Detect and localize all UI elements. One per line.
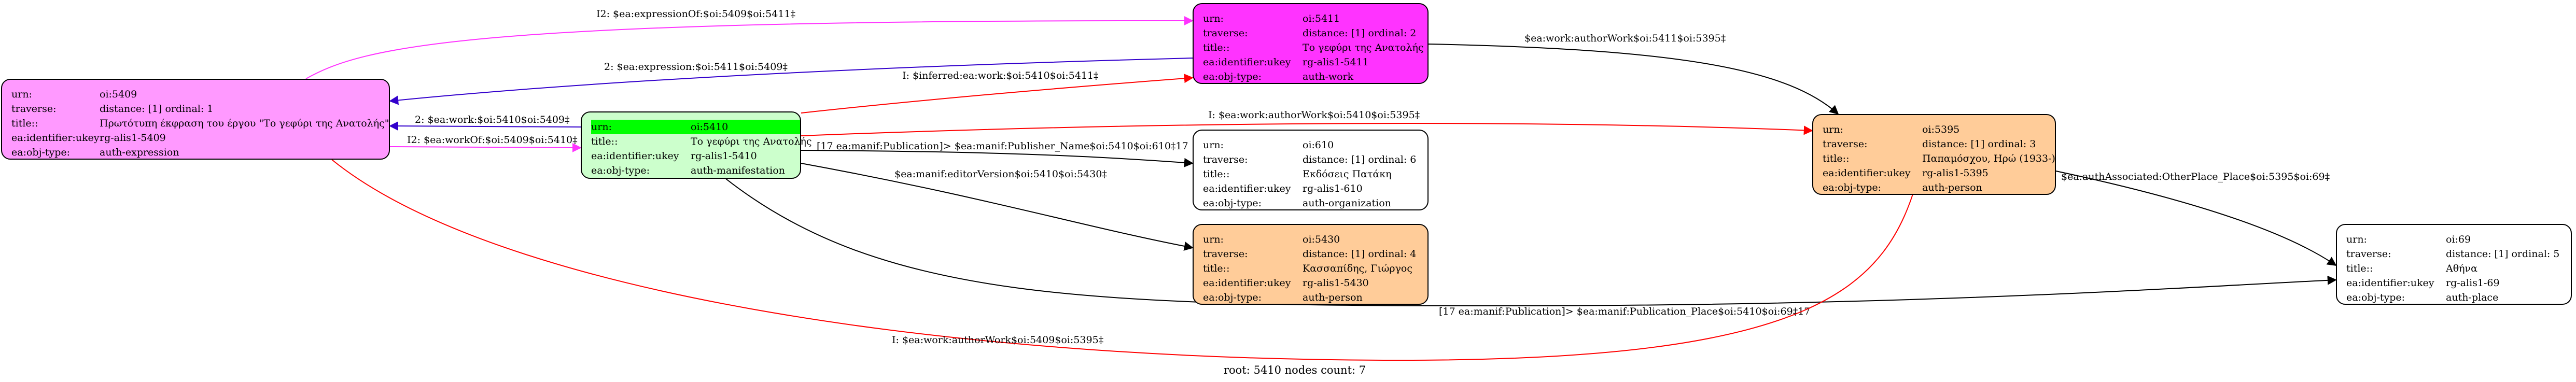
node-oi-5411[interactable]: urn:oi:5411 traverse:distance: [1] ordin… xyxy=(1193,3,1429,84)
edge-work-5410-5409 xyxy=(389,121,581,131)
node-row-traverse: traverse:distance: [1] ordinal: 2 xyxy=(1203,27,1417,39)
node-row-title: title::Το γεφύρι της Ανατολής xyxy=(1203,42,1424,53)
edge-authorWork-5411-5395 xyxy=(1428,44,1839,115)
node-row-objtype: ea:obj-type:auth-manifestation xyxy=(591,165,785,176)
node-row-traverse: traverse:distance: [1] ordinal: 4 xyxy=(1203,248,1417,260)
node-oi-5430[interactable]: urn:oi:5430 traverse:distance: [1] ordin… xyxy=(1193,224,1429,305)
node-row-objtype: ea:obj-type:auth-work xyxy=(1203,71,1354,82)
edge-label-publicationPlace: [17 ea:manif:Publication]> $ea:manif:Pub… xyxy=(1439,306,1810,317)
node-oi-5409[interactable]: urn:oi:5409 traverse:distance: [1] ordin… xyxy=(1,79,390,160)
node-oi-610[interactable]: urn:oi:610 traverse:distance: [1] ordina… xyxy=(1193,130,1429,210)
node-row-traverse: traverse:distance: [1] ordinal: 3 xyxy=(1823,138,2036,150)
edge-label-expressionOf: I2: $ea:expressionOf:$oi:5409$oi:5411‡ xyxy=(596,8,795,20)
edge-editorVersion-5410-5430 xyxy=(801,163,1194,251)
node-row-urn: urn:oi:5430 xyxy=(1203,234,1340,245)
node-row-urn: urn:oi:610 xyxy=(1203,139,1334,151)
node-row-objtype: ea:obj-type:auth-organization xyxy=(1203,197,1391,209)
node-row-urn: urn:oi:69 xyxy=(2346,234,2471,245)
edge-authorWork-5409-5395 xyxy=(331,159,1921,361)
edge-label-workOf: I2: $ea:workOf:$oi:5409$oi:5410‡ xyxy=(407,134,578,146)
edge-label-expression: 2: $ea:expression:$oi:5411$oi:5409‡ xyxy=(604,61,788,73)
node-oi-5410-root[interactable]: urn:oi:5410 title::Το γεφύρι της Ανατολή… xyxy=(581,111,812,179)
node-row-urn: urn:oi:5411 xyxy=(1203,13,1340,24)
edge-publisher-5410-610 xyxy=(801,150,1194,167)
edge-otherPlace-5395-69 xyxy=(2055,171,2337,266)
edge-label-authorWork-5409: I: $ea:work:authorWork$oi:5409$oi:5395‡ xyxy=(892,334,1103,346)
edge-label-work: 2: $ea:work:$oi:5410$oi:5409‡ xyxy=(415,114,570,125)
edge-workOf-5409-5410 xyxy=(389,143,582,152)
node-row-traverse: traverse:distance: [1] ordinal: 6 xyxy=(1203,154,1417,165)
node-row-urn: urn:oi:5409 xyxy=(11,89,137,100)
edge-expressionOf-5409-5411 xyxy=(305,16,1194,79)
edge-label-editorVersion: $ea:manif:editorVersion$oi:5410$oi:5430‡ xyxy=(894,168,1107,180)
node-row-title: title::Κασσαπίδης, Γιώργος xyxy=(1203,263,1413,274)
node-oi-69[interactable]: urn:oi:69 traverse:distance: [1] ordinal… xyxy=(2336,224,2572,305)
edge-label-authorWork-5410: I: $ea:work:authorWork$oi:5410$oi:5395‡ xyxy=(1208,109,1420,121)
node-row-title: title::Παπαμόσχου, Ηρώ (1933-) xyxy=(1823,153,2055,164)
node-oi-5395[interactable]: urn:oi:5395 traverse:distance: [1] ordin… xyxy=(1812,114,2056,195)
edge-label-publisher: [17 ea:manif:Publication]> $ea:manif:Pub… xyxy=(817,140,1188,152)
node-row-title: title::Πρωτότυπη έκφραση του έργου "Το γ… xyxy=(11,118,389,129)
node-row-title: title::Αθήνα xyxy=(2346,263,2477,274)
node-row-urn: urn:oi:5410 xyxy=(591,120,800,134)
node-row-title: title::Το γεφύρι της Ανατολής xyxy=(591,136,812,147)
edge-label-authorWork-5411: $ea:work:authorWork$oi:5411$oi:5395‡ xyxy=(1524,33,1726,44)
node-row-objtype: ea:obj-type:auth-person xyxy=(1823,182,1982,193)
node-row-traverse: traverse:distance: [1] ordinal: 5 xyxy=(2346,248,2560,260)
node-row-objtype: ea:obj-type:auth-person xyxy=(1203,292,1363,303)
node-row-objtype: ea:obj-type:auth-expression xyxy=(11,147,179,158)
edge-publicationPlace-5410-69 xyxy=(725,178,2337,307)
edge-expression-5411-5409 xyxy=(389,58,1193,105)
edge-authorWork-5410-5395 xyxy=(801,123,1813,136)
node-row-traverse: traverse:distance: [1] ordinal: 1 xyxy=(11,103,214,115)
node-row-urn: urn:oi:5395 xyxy=(1823,124,1960,135)
edge-inferred-work-5410-5411 xyxy=(801,74,1194,114)
node-row-title: title::Εκδόσεις Πατάκη xyxy=(1203,168,1392,180)
node-row-objtype: ea:obj-type:auth-place xyxy=(2346,292,2499,303)
graph-caption: root: 5410 nodes count: 7 xyxy=(1224,364,1366,376)
edge-label-inferred-work: I: $inferred:ea:work:$oi:5410$oi:5411‡ xyxy=(902,70,1099,81)
edge-label-otherPlace: $ea:authAssociated:OtherPlace_Place$oi:5… xyxy=(2061,171,2330,182)
